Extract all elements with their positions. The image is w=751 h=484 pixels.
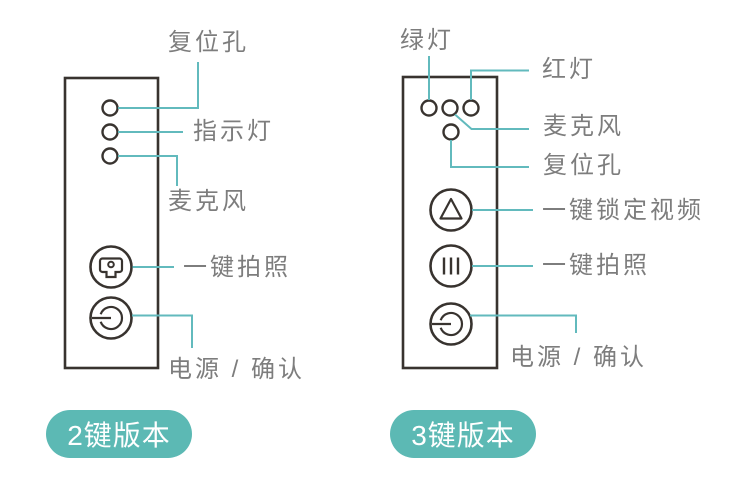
device-outline-2key xyxy=(63,76,160,370)
power-icon xyxy=(432,311,464,337)
device-outline-3key xyxy=(401,75,499,370)
label-reset-hole-3key: 复位孔 xyxy=(543,152,624,179)
connector-reset-3key xyxy=(450,140,529,168)
connector-power-3key xyxy=(470,314,577,333)
connector-mic-3key xyxy=(454,113,529,130)
power-button-3key xyxy=(429,302,473,346)
photo-button-2key xyxy=(89,245,133,289)
device-body-3key xyxy=(401,75,499,370)
label-microphone-2key: 麦克风 xyxy=(168,188,249,215)
connector-mic-2key xyxy=(118,155,178,186)
connector-red-3key xyxy=(470,69,529,100)
photo-button-3key xyxy=(429,244,473,288)
label-indicator-light-2key: 指示灯 xyxy=(193,118,274,145)
connector-lines-3key xyxy=(428,56,577,333)
device-body-2key xyxy=(63,76,160,370)
reset-hole-3key xyxy=(442,123,460,141)
version-badge-3key: 3键版本 xyxy=(390,410,536,458)
label-one-key-photo-2key: 一键拍照 xyxy=(183,254,291,281)
microphone-hole-3key xyxy=(441,99,459,117)
connector-lines-2key xyxy=(118,62,199,348)
camera-icon xyxy=(98,257,124,279)
reset-hole-2key xyxy=(101,99,119,117)
power-button-2key xyxy=(89,296,133,340)
label-one-key-lock-video-3key: 一键锁定视频 xyxy=(542,197,704,224)
triangle-icon xyxy=(439,197,463,220)
connector-reset-2key xyxy=(118,62,199,109)
label-microphone-3key: 麦克风 xyxy=(543,113,624,140)
label-power-confirm-3key: 电源 / 确认 xyxy=(510,344,648,371)
label-red-light-3key: 红灯 xyxy=(542,56,596,83)
connector-power-2key xyxy=(132,314,193,348)
power-icon xyxy=(92,305,124,331)
lock-video-button-3key xyxy=(429,188,473,232)
indicator-light-2key xyxy=(101,123,119,141)
red-light-3key xyxy=(462,99,480,117)
label-reset-hole-2key: 复位孔 xyxy=(168,29,249,56)
green-light-3key xyxy=(420,99,438,117)
three-bars-icon xyxy=(442,257,460,275)
label-power-confirm-2key: 电源 / 确认 xyxy=(168,356,306,383)
microphone-hole-2key xyxy=(101,147,119,165)
version-badge-2key: 2键版本 xyxy=(46,410,192,458)
label-green-light-3key: 绿灯 xyxy=(400,27,454,54)
label-one-key-photo-3key: 一键拍照 xyxy=(542,252,650,279)
